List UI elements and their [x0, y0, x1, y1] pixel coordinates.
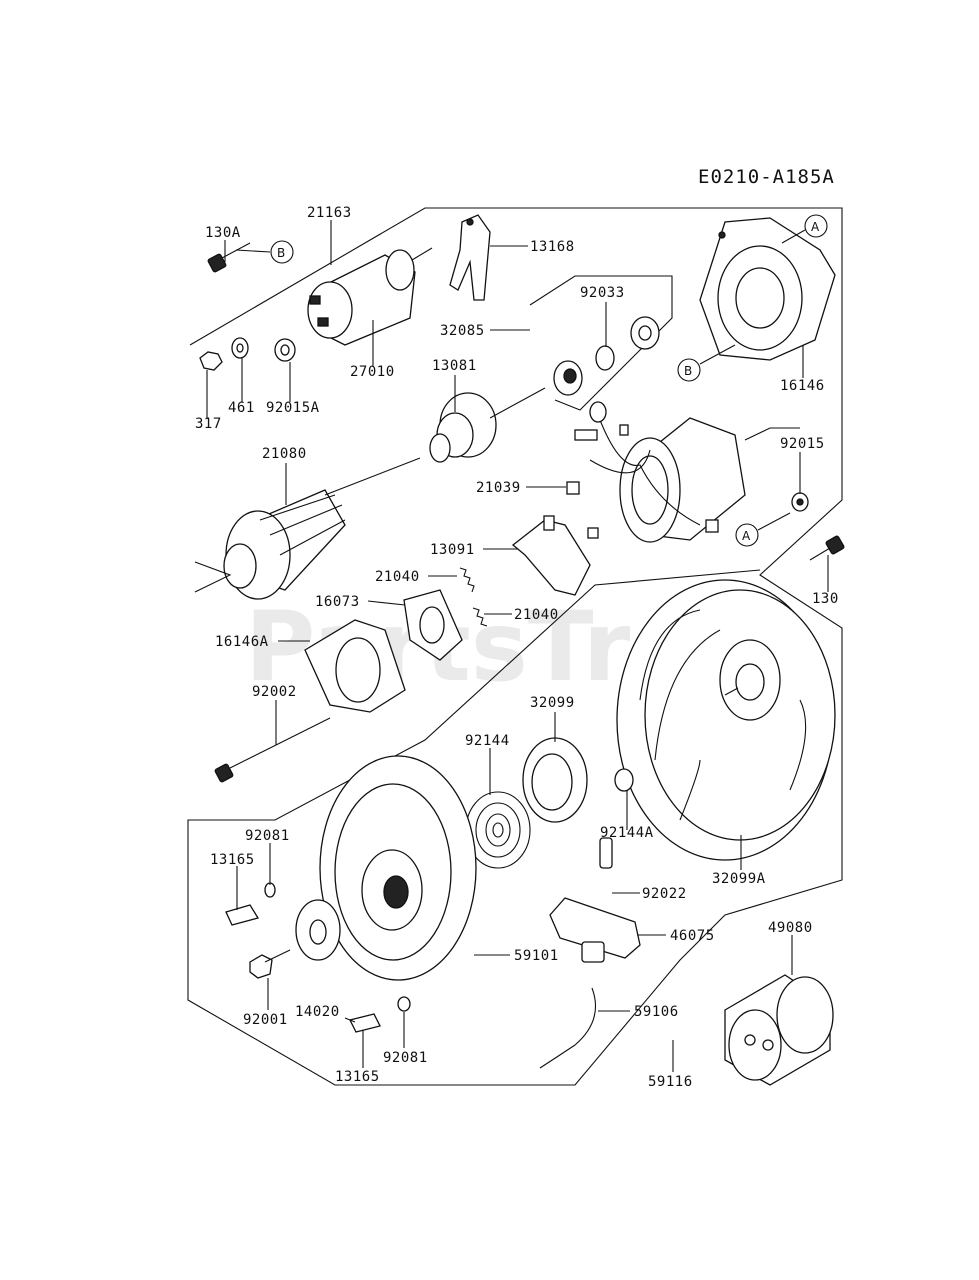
label-461: 461: [228, 400, 255, 416]
label-14020: 14020: [295, 1004, 340, 1020]
spring-21040-b: [472, 607, 488, 627]
ring-32099: [522, 737, 588, 823]
label-27010: 27010: [350, 364, 395, 380]
label-92015a: 92015A: [266, 400, 320, 416]
fan-cover-32099a: [616, 579, 836, 861]
spring-92081-b: [397, 996, 411, 1012]
ring-92033: [595, 345, 615, 371]
label-46075: 46075: [670, 928, 715, 944]
solenoid-21163: [307, 247, 433, 346]
nut-92015: [791, 492, 809, 512]
bolt-130a: [207, 242, 251, 273]
label-21040-a: 21040: [375, 569, 420, 585]
assembly-outline: [187, 207, 843, 1086]
pulley-59101: [319, 755, 477, 981]
rope-59106: [539, 987, 596, 1069]
housing-16146: [699, 217, 836, 361]
label-16073: 16073: [315, 594, 360, 610]
label-92144: 92144: [465, 733, 510, 749]
label-130a: 130A: [205, 225, 241, 241]
plate-14020: [295, 899, 341, 961]
label-92144a: 92144A: [600, 825, 654, 841]
label-13168: 13168: [530, 239, 575, 255]
label-13081: 13081: [432, 358, 477, 374]
label-32099: 32099: [530, 695, 575, 711]
cup-49080: [724, 974, 834, 1086]
label-130: 130: [812, 591, 839, 607]
leader-lines: [206, 220, 829, 1072]
svg-text:B: B: [684, 364, 692, 378]
label-59116: 59116: [648, 1074, 693, 1090]
nut-317: [199, 351, 223, 371]
nut-92015a: [274, 338, 296, 362]
plate-16073: [403, 589, 463, 661]
callout-b-mid: B: [677, 358, 701, 382]
through-bolt-92002: [214, 717, 331, 783]
label-49080: 49080: [768, 920, 813, 936]
label-92002: 92002: [252, 684, 297, 700]
label-59101: 59101: [514, 948, 559, 964]
pawl-13165-a: [225, 904, 260, 926]
label-16146a: 16146A: [215, 634, 269, 650]
bolt-92001: [249, 949, 291, 979]
label-21163: 21163: [307, 205, 352, 221]
label-317: 317: [195, 416, 222, 432]
shift-lever-13168: [449, 214, 491, 301]
pinion-13081: [429, 387, 546, 463]
armature-21080: [223, 457, 421, 600]
starter-drive-bracket: [490, 275, 673, 411]
label-16146: 16146: [780, 378, 825, 394]
svg-text:A: A: [742, 529, 751, 543]
label-92022: 92022: [642, 886, 687, 902]
brush-holder-13091: [511, 515, 591, 596]
label-13091: 13091: [430, 542, 475, 558]
handle-46075: [549, 897, 641, 963]
label-59106: 59106: [634, 1004, 679, 1020]
label-92081-a: 92081: [245, 828, 290, 844]
collar-32085: [553, 316, 660, 396]
label-92081-b: 92081: [383, 1050, 428, 1066]
label-92001: 92001: [243, 1012, 288, 1028]
part-labels: 21163 130A 13168 92033 32085 317 461 920…: [195, 205, 839, 1090]
pawl-13165-b: [349, 1013, 381, 1033]
label-21039: 21039: [476, 480, 521, 496]
svg-text:A: A: [811, 220, 820, 234]
bolt-130: [809, 535, 845, 561]
spring-92144a: [614, 768, 634, 792]
label-92033: 92033: [580, 285, 625, 301]
callout-a-top: A: [804, 214, 828, 238]
label-32099a: 32099A: [712, 871, 766, 887]
pin-92022: [599, 837, 613, 869]
spring-21040-a: [459, 567, 475, 593]
callout-b-top: B: [270, 240, 294, 264]
yoke-21039: [566, 401, 746, 543]
svg-text:B: B: [277, 246, 285, 260]
label-13165-b: 13165: [335, 1069, 380, 1085]
label-21040-b: 21040: [514, 607, 559, 623]
diagram-code: E0210-A185A: [698, 166, 835, 188]
spring-92081-a: [264, 882, 276, 898]
label-21080: 21080: [262, 446, 307, 462]
label-32085: 32085: [440, 323, 485, 339]
washer-461: [231, 337, 249, 359]
label-13165-a: 13165: [210, 852, 255, 868]
cover-16146a: [304, 619, 406, 713]
label-92015: 92015: [780, 436, 825, 452]
callout-a-mid: A: [735, 523, 759, 547]
